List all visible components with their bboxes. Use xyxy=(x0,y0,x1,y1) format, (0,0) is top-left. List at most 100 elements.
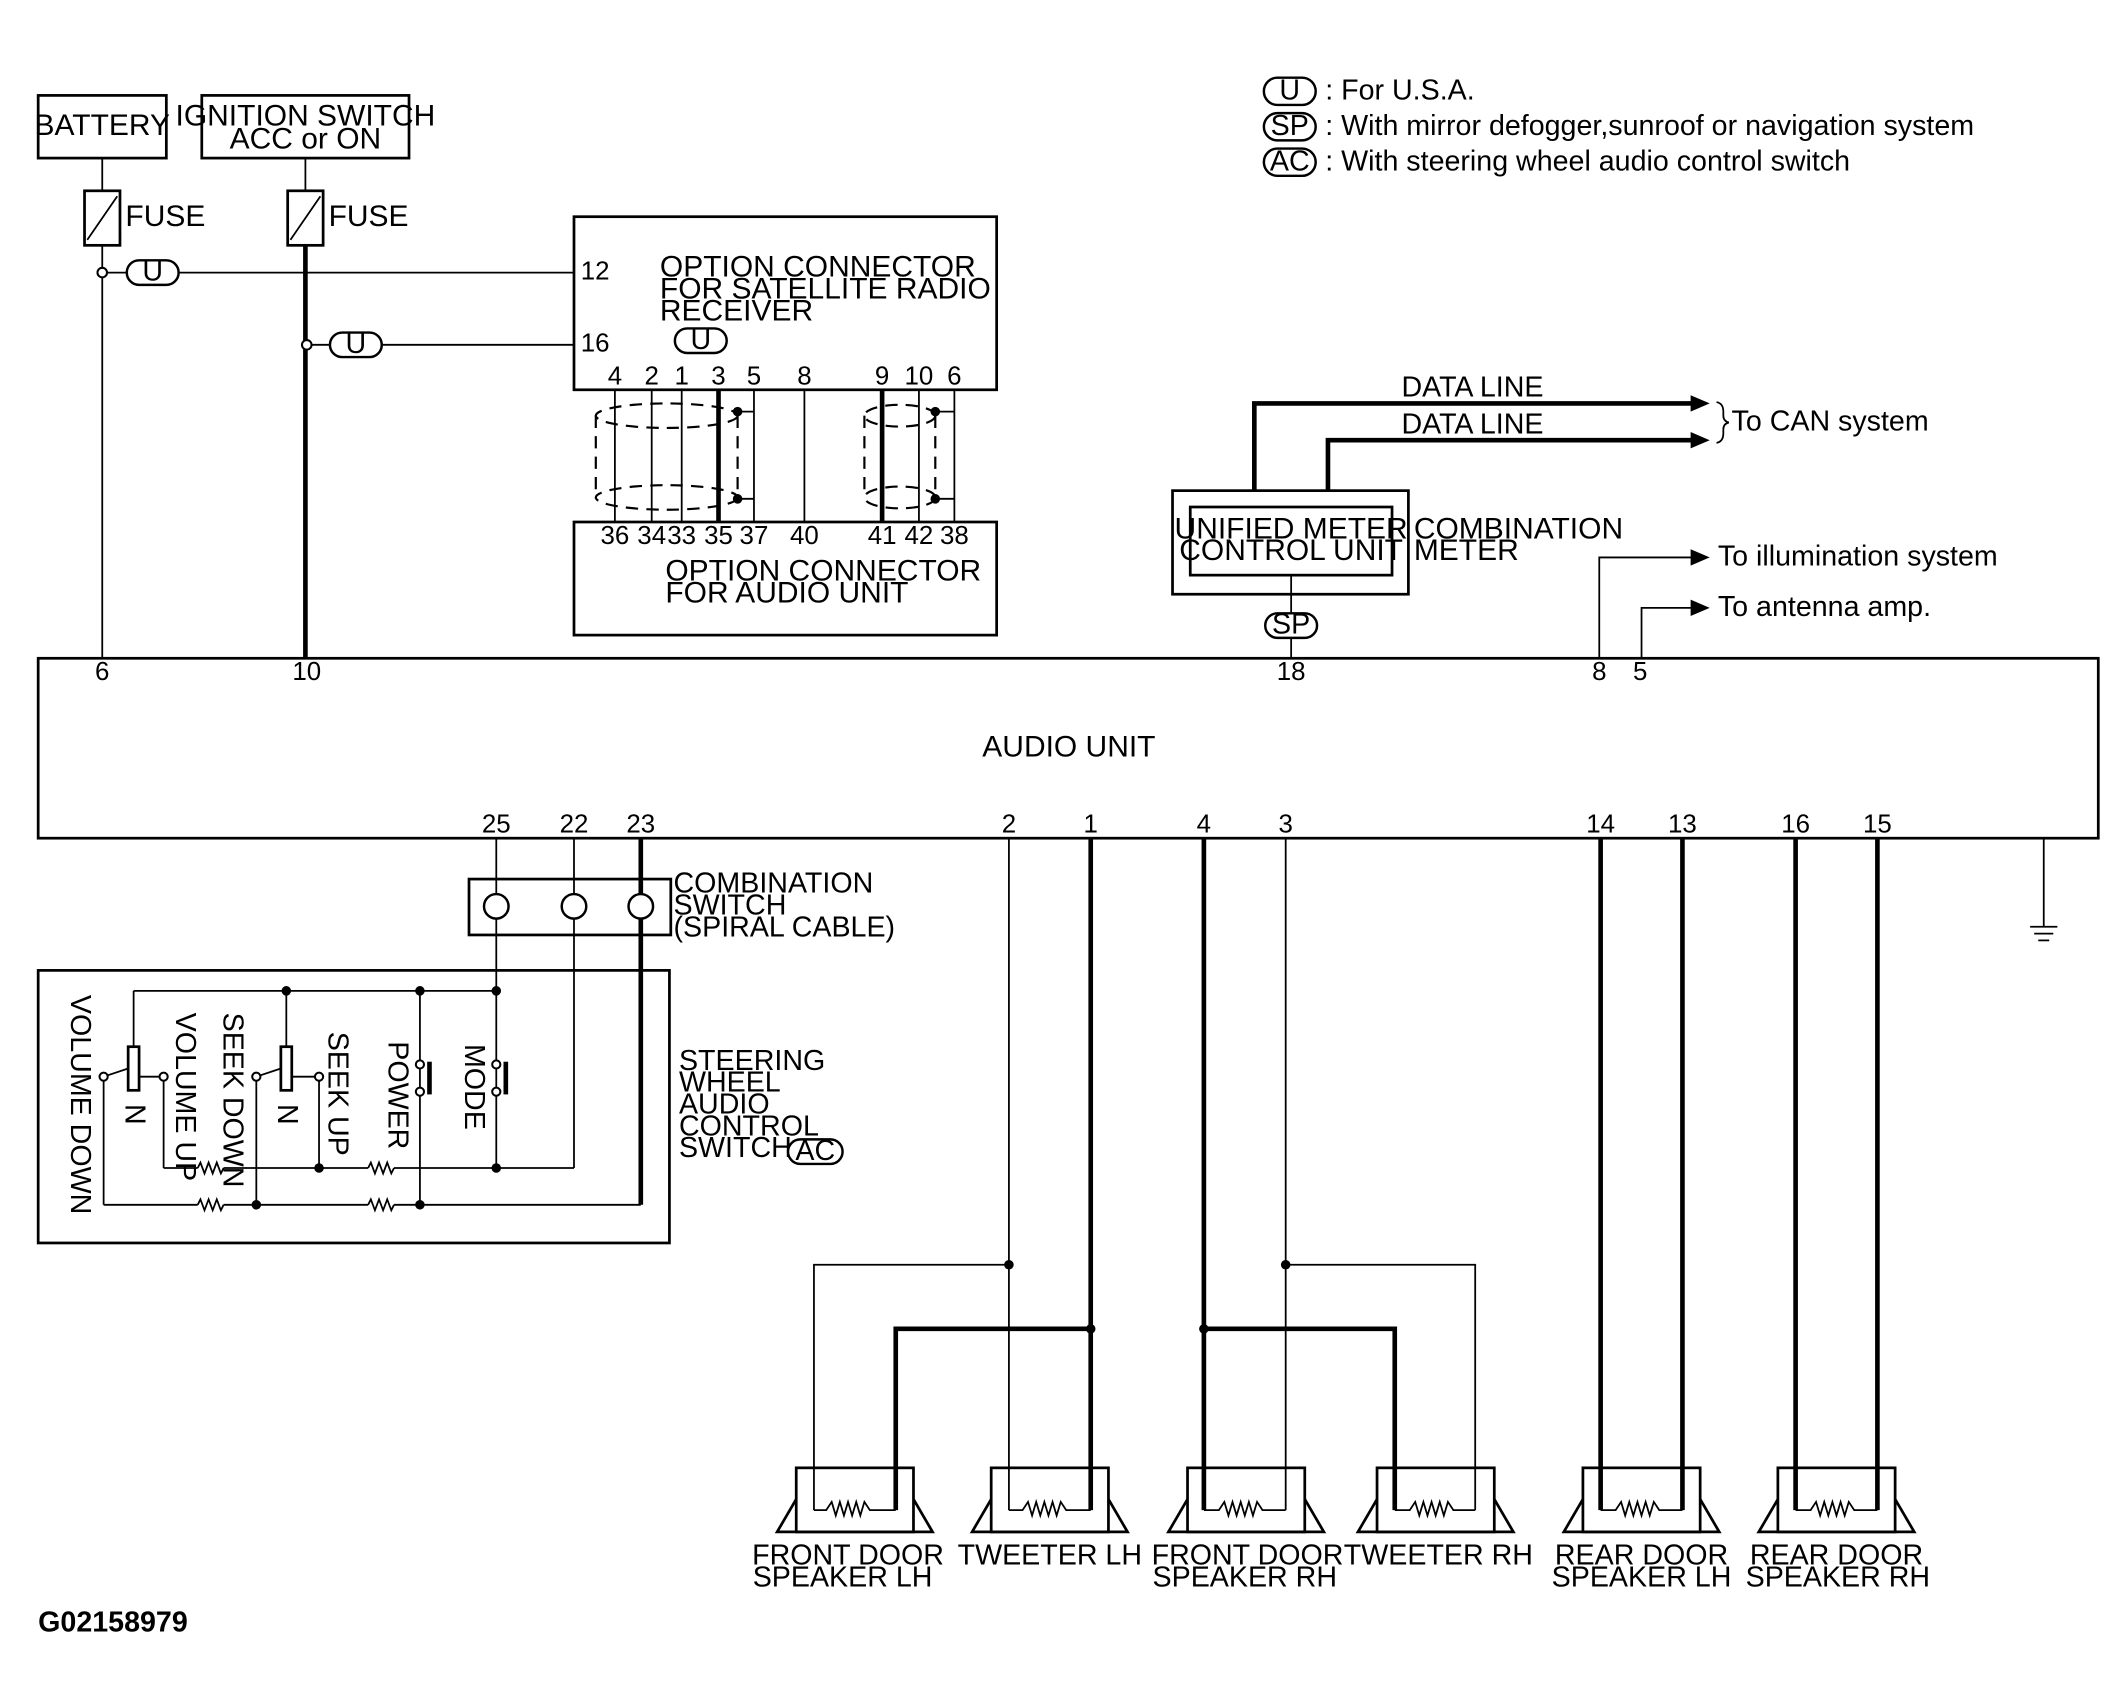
mode-label: MODE xyxy=(458,1044,490,1130)
pin-label: 12 xyxy=(581,257,610,285)
pin-label: 1 xyxy=(675,362,689,390)
pin-label: 42 xyxy=(905,522,934,550)
audio-option-connector: 36 34 33 35 37 40 41 42 38 OPTION CONNEC… xyxy=(572,520,999,637)
legend-u-text: : For U.S.A. xyxy=(1325,74,1474,106)
combination-switch-label-2: SWITCH xyxy=(674,890,787,922)
pin-label: 40 xyxy=(790,522,819,550)
speaker-front-door-rh: FRONT DOOR SPEAKER RH xyxy=(1152,1466,1344,1593)
satellite-radio-title-2: FOR SATELLITE RADIO xyxy=(660,272,991,305)
satellite-radio-title: OPTION CONNECTOR xyxy=(660,251,976,284)
steering-switch-title: STEERING xyxy=(679,1045,825,1077)
pin-label: 6 xyxy=(95,658,109,686)
unified-meter-label: UNIFIED METER xyxy=(1175,512,1408,545)
pin-label: 4 xyxy=(608,362,622,390)
audio-unit-label: AUDIO UNIT xyxy=(982,730,1155,763)
speaker-label-2: SPEAKER LH xyxy=(753,1561,933,1593)
satellite-radio-connector: OPTION CONNECTOR FOR SATELLITE RADIO REC… xyxy=(572,215,999,392)
speaker-tweeter-rh: TWEETER RH xyxy=(1344,1466,1533,1572)
resistor-icon xyxy=(367,1196,395,1213)
legend-sp-tag xyxy=(1262,111,1317,142)
satellite-radio-u-tag xyxy=(673,327,728,355)
seek-down-label: SEEK DOWN xyxy=(217,1013,249,1188)
combination-meter-label: COMBINATION xyxy=(1414,512,1623,545)
pin-label: 25 xyxy=(482,811,511,839)
steering-switch-box xyxy=(36,969,671,1245)
speaker-rear-door-rh: REAR DOOR SPEAKER RH xyxy=(1746,1466,1930,1593)
speaker-label-2: SPEAKER LH xyxy=(1552,1561,1732,1593)
legend: U : For U.S.A. SP : With mirror defogger… xyxy=(1262,74,1974,178)
speaker-coil-icon xyxy=(1008,1498,1091,1519)
figure-id: G02158979 xyxy=(38,1606,188,1638)
spiral-contact-icon xyxy=(627,892,655,920)
speaker-coil-icon xyxy=(813,1498,896,1519)
meter-sp-tag xyxy=(1264,612,1319,640)
steering-switch-title-4: CONTROL xyxy=(679,1110,819,1142)
to-illumination-label: To illumination system xyxy=(1718,541,1998,573)
pin-label: 10 xyxy=(905,362,934,390)
resistor-icon xyxy=(196,1160,225,1176)
speaker-label-2: SPEAKER RH xyxy=(1153,1561,1337,1593)
power-label: POWER xyxy=(382,1041,414,1149)
pin-label: 16 xyxy=(581,330,610,358)
ignition-u-code: U xyxy=(346,328,367,360)
spiral-contact-icon xyxy=(482,892,510,920)
resistor-icon xyxy=(367,1160,395,1176)
battery-label: BATTERY xyxy=(35,109,170,142)
legend-sp-code: SP xyxy=(1271,110,1309,142)
legend-u-tag xyxy=(1262,76,1317,107)
legend-ac-code: AC xyxy=(1270,145,1310,177)
steering-ac-code: AC xyxy=(795,1135,835,1167)
battery-u-code: U xyxy=(142,256,163,288)
neutral-label: N xyxy=(271,1104,303,1125)
steering-wheel-switch: VOLUME DOWN VOLUME UP SEEK DOWN SEEK UP … xyxy=(36,969,844,1245)
pin-label: 35 xyxy=(704,522,733,550)
pin-label: 3 xyxy=(1278,811,1292,839)
audio-unit-box xyxy=(36,656,2100,840)
pin-label: 4 xyxy=(1197,811,1211,839)
pin-label: 6 xyxy=(947,362,961,390)
legend-u-code: U xyxy=(1279,74,1300,106)
steering-switch-title-2: WHEEL xyxy=(679,1067,781,1099)
can-data-lines: DATA LINE DATA LINE To CAN system xyxy=(1252,372,1929,491)
combination-switch: COMBINATION SWITCH (SPIRAL CABLE) xyxy=(467,838,896,1205)
ignition-switch-block: IGNITION SWITCH ACC or ON FUSE U xyxy=(176,94,574,659)
pin-label: 18 xyxy=(1277,658,1306,686)
combination-switch-label-3: (SPIRAL CABLE) xyxy=(674,911,896,943)
neutral-label: N xyxy=(118,1104,150,1125)
pin-label: 2 xyxy=(645,362,659,390)
pin-label: 22 xyxy=(560,811,589,839)
speaker-label: REAR DOOR xyxy=(1555,1540,1728,1572)
speaker-label: FRONT DOOR xyxy=(1152,1540,1344,1572)
data-line-label: DATA LINE xyxy=(1401,372,1543,404)
pin-label: 5 xyxy=(747,362,761,390)
ignition-switch-label: IGNITION SWITCH xyxy=(176,99,436,132)
pin-label: 13 xyxy=(1668,811,1697,839)
legend-ac-tag xyxy=(1262,147,1317,178)
legend-ac-text: : With steering wheel audio control swit… xyxy=(1325,145,1850,177)
pin-label: 16 xyxy=(1781,811,1810,839)
ground-icon xyxy=(2030,838,2058,942)
speaker-label: REAR DOOR xyxy=(1750,1540,1923,1572)
spiral-contact-icon xyxy=(560,892,588,920)
audio-outputs: To illumination system To antenna amp. xyxy=(1598,541,1998,659)
seek-up-label: SEEK UP xyxy=(322,1032,354,1156)
audio-option-box xyxy=(572,520,999,637)
resistor-icon xyxy=(196,1196,225,1213)
to-can-system-label: To CAN system xyxy=(1732,406,1929,438)
pin-label: 8 xyxy=(1592,658,1606,686)
satellite-radio-box xyxy=(572,215,999,392)
steering-ac-tag xyxy=(786,1138,844,1166)
shielded-wires xyxy=(594,389,956,522)
pin-label: 14 xyxy=(1586,811,1615,839)
speaker-label-2: SPEAKER RH xyxy=(1746,1561,1930,1593)
pin-label: 10 xyxy=(292,658,321,686)
pin-label: 37 xyxy=(740,522,769,550)
pin-label: 41 xyxy=(868,522,897,550)
satellite-radio-title-3: RECEIVER xyxy=(660,294,813,327)
seek-switch-icon xyxy=(279,1045,294,1092)
audio-unit: AUDIO UNIT 6 10 18 8 5 25 22 23 2 1 4 3 … xyxy=(36,656,2100,840)
combination-switch-box xyxy=(467,877,673,937)
steering-switch-title-5: SWITCH : xyxy=(679,1132,808,1164)
volume-up-label: VOLUME UP xyxy=(169,1013,201,1181)
